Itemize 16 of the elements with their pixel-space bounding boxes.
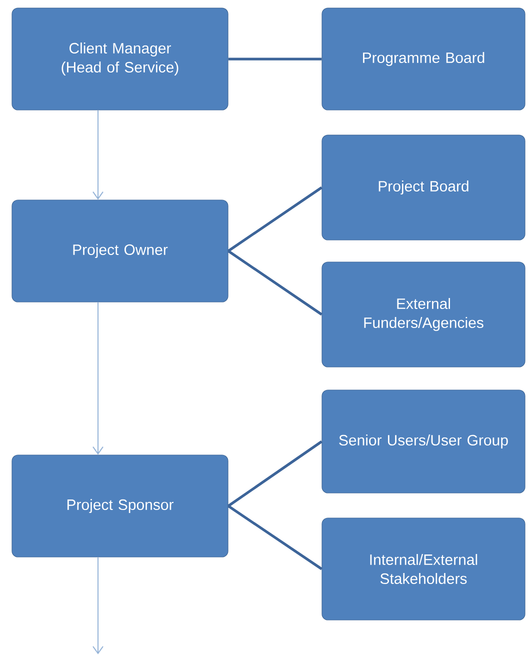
org-box: External Funders/Agencies [322, 262, 526, 368]
connector-line [228, 186, 322, 252]
connector-line [228, 440, 322, 508]
org-box: Project Sponsor [12, 454, 228, 558]
org-box: Programme Board [322, 8, 526, 110]
org-box: Project Owner [12, 200, 228, 302]
arrow [92, 110, 104, 200]
org-box: Client Manager (Head of Service) [12, 8, 228, 110]
arrow [92, 556, 104, 654]
org-box: Internal/External Stakeholders [322, 518, 526, 620]
connector-line [228, 58, 322, 60]
connector-line [228, 504, 322, 570]
arrow [92, 302, 104, 455]
org-box: Senior Users/User Group [322, 390, 526, 494]
connector-line [228, 250, 322, 316]
org-box: Project Board [322, 134, 526, 240]
